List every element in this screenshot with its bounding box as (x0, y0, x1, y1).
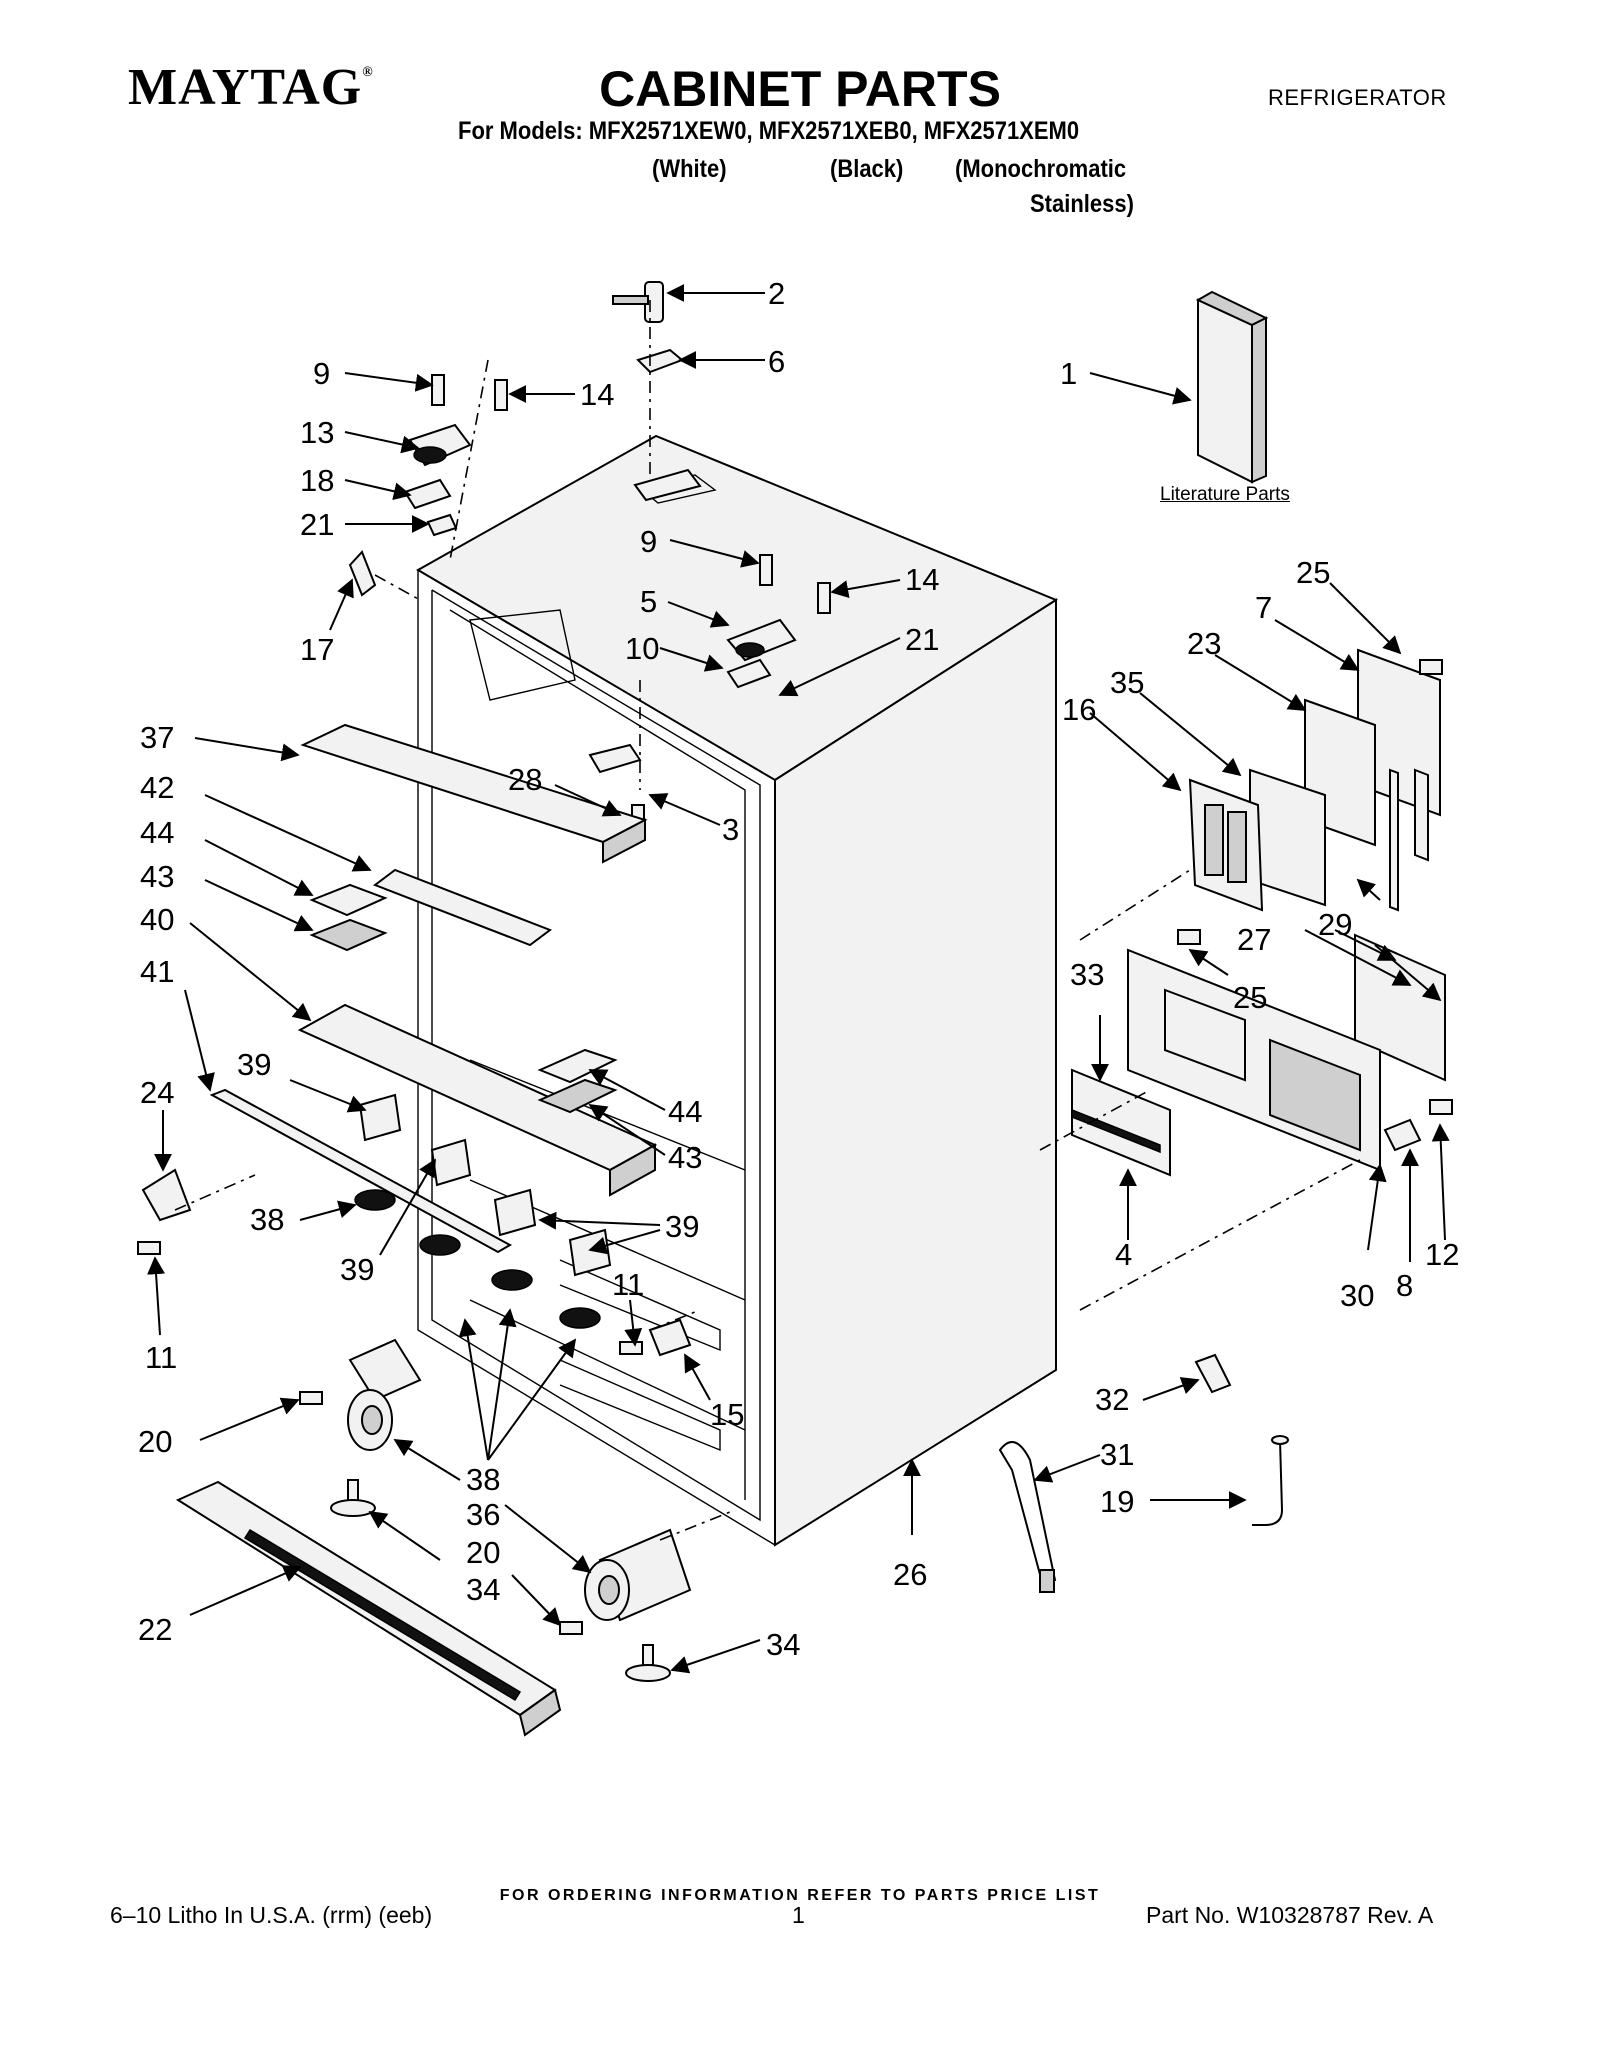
callout-34: 34 (766, 1627, 800, 1662)
callout-1: 1 (1060, 356, 1077, 391)
page-title: CABINET PARTS (599, 61, 1001, 117)
misc-small-parts (998, 1353, 1289, 1593)
callout-39: 39 (237, 1047, 271, 1082)
callout-35: 35 (1110, 665, 1144, 700)
callout-32: 32 (1095, 1382, 1129, 1417)
callout-37: 37 (140, 720, 174, 755)
callout-11: 11 (612, 1267, 644, 1302)
callout-43: 43 (668, 1140, 702, 1175)
callout-38: 38 (250, 1202, 284, 1237)
callout-14: 14 (580, 377, 614, 412)
callout-40: 40 (140, 902, 174, 937)
callout-36: 36 (466, 1497, 500, 1532)
finish-white: (White) (652, 155, 727, 183)
callout-34: 34 (466, 1572, 500, 1607)
callout-21: 21 (300, 507, 334, 542)
callout-42: 42 (140, 770, 174, 805)
callout-10: 10 (625, 631, 659, 666)
callout-31: 31 (1100, 1437, 1134, 1472)
callout-28: 28 (508, 762, 542, 797)
callout-11: 11 (145, 1340, 177, 1375)
product-category: REFRIGERATOR (1268, 85, 1447, 110)
callout-24: 24 (140, 1075, 174, 1110)
part-number: Part No. W10328787 Rev. A (1146, 1902, 1434, 1928)
callout-15: 15 (710, 1397, 744, 1432)
callout-19: 19 (1100, 1484, 1134, 1519)
callout-8: 8 (1396, 1268, 1413, 1303)
callout-5: 5 (640, 584, 657, 619)
callout-9: 9 (640, 524, 657, 559)
registered-mark: ® (362, 65, 374, 80)
callout-6: 6 (768, 344, 785, 379)
callout-3: 3 (722, 812, 739, 847)
cabinet-body (415, 434, 1059, 1547)
callout-4: 4 (1115, 1237, 1132, 1272)
callout-18: 18 (300, 463, 334, 498)
callout-14: 14 (905, 562, 939, 597)
callout-41: 41 (140, 954, 174, 989)
assembly-lines (174, 300, 1361, 1541)
callout-39: 39 (340, 1252, 374, 1287)
callout-16: 16 (1062, 692, 1096, 727)
callout-12: 12 (1425, 1237, 1459, 1272)
toe-grille (175, 1480, 562, 1737)
finish-black: (Black) (830, 155, 904, 183)
callout-13: 13 (300, 415, 334, 450)
callout-7: 7 (1255, 590, 1272, 625)
callout-25: 25 (1233, 980, 1267, 1015)
callout-43: 43 (140, 859, 174, 894)
finish-stainless: Stainless) (1030, 190, 1134, 218)
callout-27: 27 (1237, 922, 1271, 957)
callout-17: 17 (300, 632, 334, 667)
callout-26: 26 (893, 1557, 927, 1592)
callout-20: 20 (466, 1535, 500, 1570)
crisper-slides-and-rails (141, 723, 692, 1357)
brand-logo: MAYTAG® (128, 62, 374, 114)
literature-parts-label: Literature Parts (1160, 484, 1290, 505)
callout-39: 39 (665, 1209, 699, 1244)
litho-info: 6–10 Litho In U.S.A. (rrm) (eeb) (110, 1902, 433, 1928)
callout-38: 38 (466, 1462, 500, 1497)
callout-23: 23 (1187, 626, 1221, 661)
callout-20: 20 (138, 1424, 172, 1459)
callout-22: 22 (138, 1612, 172, 1647)
callout-44: 44 (140, 815, 174, 850)
callout-44: 44 (668, 1094, 702, 1129)
callout-2: 2 (768, 276, 785, 311)
page-number: 1 (792, 1902, 805, 1928)
control-electronics-assembly (1071, 648, 1453, 1177)
callout-9: 9 (313, 356, 330, 391)
ordering-note: FOR ORDERING INFORMATION REFER TO PARTS … (499, 1887, 1101, 1904)
top-hinge-assembly (348, 281, 831, 836)
literature-parts-booklet (1195, 290, 1269, 484)
callout-30: 30 (1340, 1278, 1374, 1313)
callout-25: 25 (1296, 555, 1330, 590)
models-line: For Models: MFX2571XEW0, MFX2571XEB0, MF… (458, 117, 1080, 145)
callout-numbers: 2 6 1 9 14 13 18 21 17 9 14 5 10 21 25 7… (138, 276, 1459, 1662)
callout-leader-lines (147, 284, 1450, 1674)
callout-21: 21 (905, 622, 939, 657)
callout-33: 33 (1070, 957, 1104, 992)
finish-monochromatic: (Monochromatic (955, 155, 1127, 183)
callout-29: 29 (1318, 907, 1352, 942)
brand-name: MAYTAG (128, 59, 363, 116)
